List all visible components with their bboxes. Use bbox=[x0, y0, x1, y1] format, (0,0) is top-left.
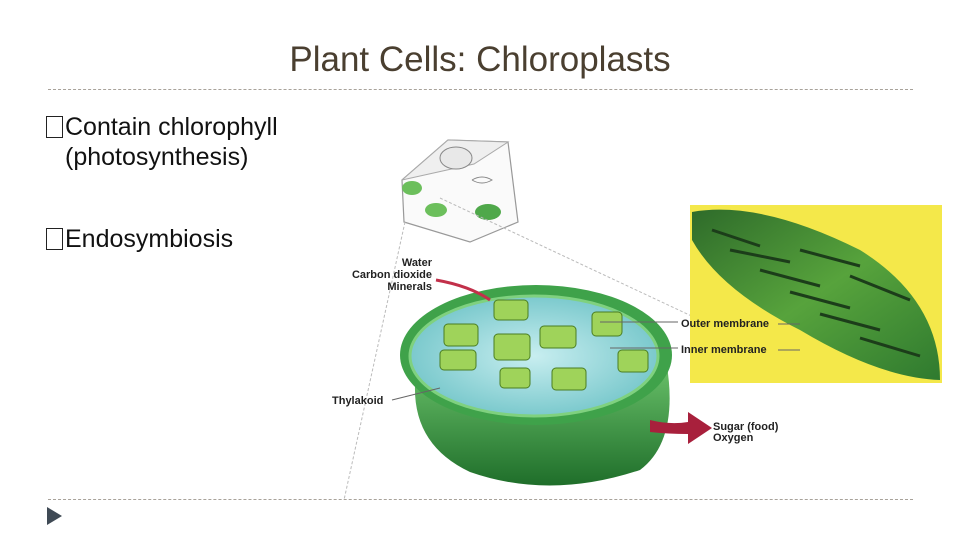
play-triangle-icon[interactable] bbox=[47, 507, 62, 525]
label-inner-membrane: Inner membrane bbox=[681, 344, 767, 356]
hollow-square-icon bbox=[46, 116, 63, 138]
label-sugar: Sugar (food) bbox=[713, 421, 779, 433]
label-carbon-dioxide: Carbon dioxide bbox=[352, 269, 432, 281]
label-minerals: Minerals bbox=[387, 281, 432, 293]
hollow-square-icon bbox=[46, 228, 63, 250]
slide-title: Plant Cells: Chloroplasts bbox=[289, 40, 671, 79]
label-thylakoid: Thylakoid bbox=[332, 395, 383, 407]
label-water: Water bbox=[402, 257, 433, 269]
bullet-item-endosymbiosis: Endosymbiosis bbox=[46, 224, 233, 254]
label-outer-membrane: Outer membrane bbox=[681, 318, 769, 330]
bullet-item-chlorophyll: Contain chlorophyll (photosynthesis) bbox=[46, 112, 278, 172]
title-divider bbox=[48, 89, 913, 90]
footer-divider bbox=[48, 499, 913, 500]
plant-cell-illustration bbox=[401, 139, 519, 243]
label-oxygen: Oxygen bbox=[713, 432, 754, 444]
chloroplast-micrograph bbox=[690, 205, 942, 383]
chloroplast-diagram bbox=[400, 278, 672, 486]
output-arrow-icon bbox=[650, 412, 712, 444]
